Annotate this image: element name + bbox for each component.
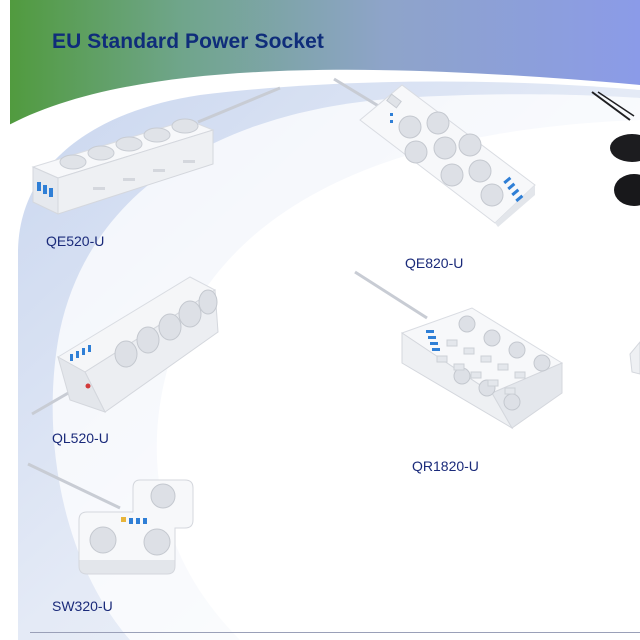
product-label-qe520u: QE520-U — [46, 233, 105, 249]
product-image-partial-right-2 — [626, 338, 640, 378]
product-image-qe520u — [28, 82, 288, 222]
product-image-qr1820u — [352, 268, 567, 433]
product-label-qr1820u: QR1820-U — [412, 458, 479, 474]
footer-divider — [30, 632, 640, 633]
product-label-sw320u: SW320-U — [52, 598, 113, 614]
product-image-qe820u — [330, 75, 540, 230]
product-image-ql520u — [30, 272, 230, 422]
product-label-ql520u: QL520-U — [52, 430, 109, 446]
product-image-partial-right — [590, 90, 640, 220]
product-image-sw320u — [25, 460, 210, 580]
product-label-qe820u: QE820-U — [405, 255, 464, 271]
slide-title: EU Standard Power Socket — [52, 30, 324, 53]
